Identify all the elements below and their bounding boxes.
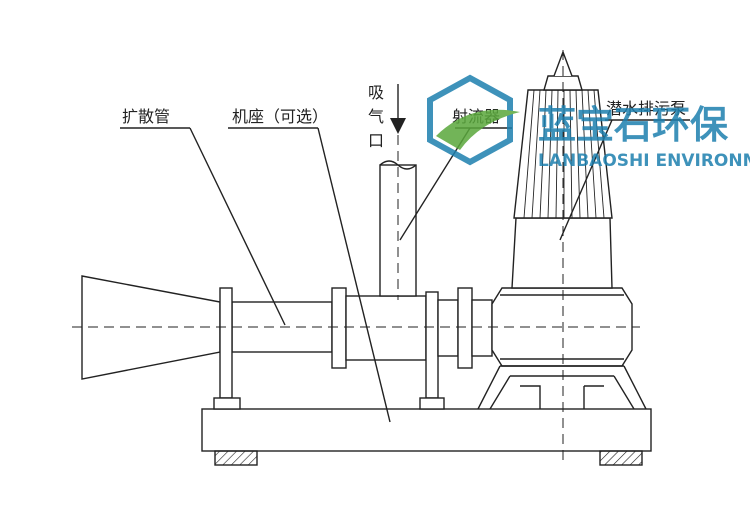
diffuser-cone (81, 275, 221, 380)
logo-hexagon (427, 74, 513, 166)
left-support-pad (213, 397, 241, 410)
air-inlet-arrow (390, 84, 406, 134)
mid-flange (425, 291, 439, 399)
outlet-pipe (471, 299, 493, 357)
label-diffuser: 扩散管 (122, 107, 170, 126)
pump-stand (477, 365, 647, 410)
base-plate (201, 408, 652, 452)
label-base: 机座（可选） (232, 107, 328, 126)
motor-housing (511, 217, 613, 289)
label-pump: 潜水排污泵 (606, 99, 686, 118)
right-foot (599, 450, 643, 466)
label-air-inlet-2: 气 (368, 107, 384, 126)
label-air-inlet-3: 口 (368, 131, 384, 150)
ejector-pipe (345, 295, 427, 361)
watermark-logo (427, 74, 520, 166)
base-flange-left (331, 287, 347, 369)
connector-pipe (437, 299, 459, 357)
center-lines (72, 50, 640, 462)
label-air-inlet-1: 吸 (368, 83, 384, 102)
logo-leaf (436, 109, 520, 150)
mid-support-pad (419, 397, 445, 410)
air-pipe-break (379, 160, 417, 170)
watermark-english: LANBAOSHI ENVIRONMENT (538, 151, 750, 171)
left-foot (214, 450, 258, 466)
motor-fins (523, 89, 605, 219)
watermark-chinese: 蓝宝石环保 (538, 103, 729, 147)
left-flange (219, 287, 233, 399)
pump-flange (457, 287, 473, 369)
